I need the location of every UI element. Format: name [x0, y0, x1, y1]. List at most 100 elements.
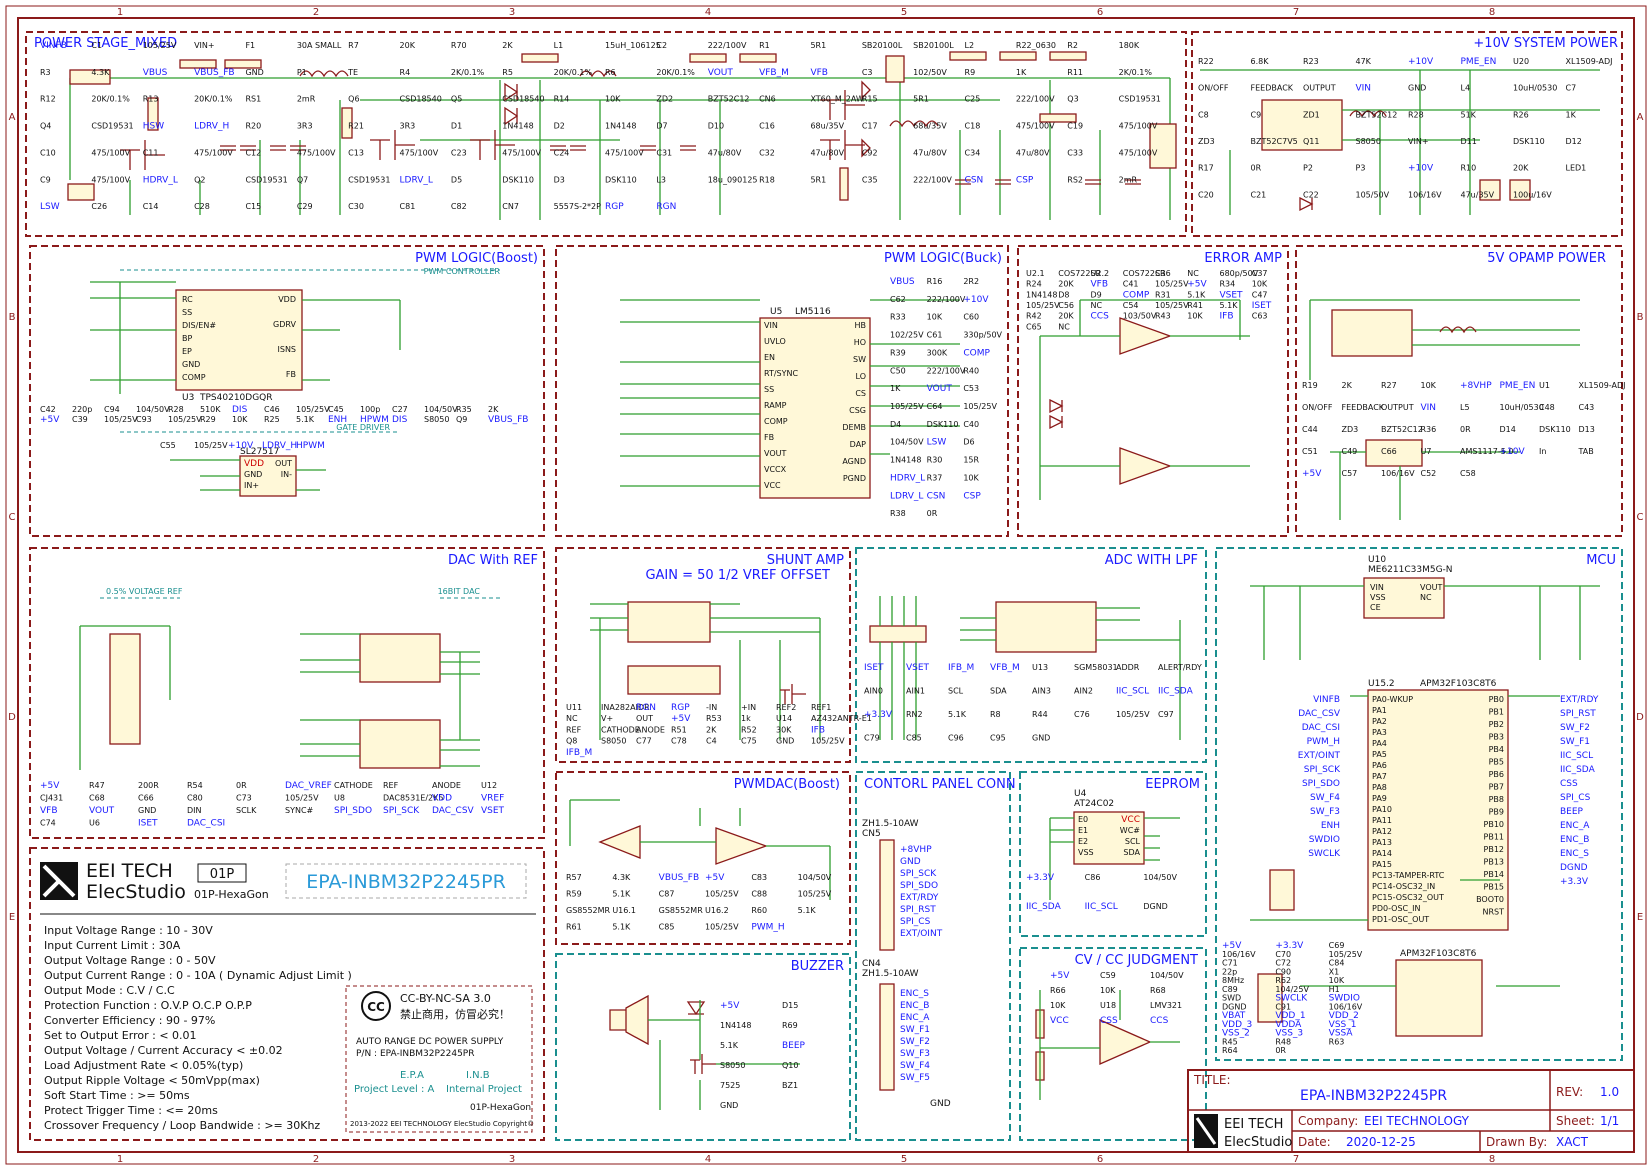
component-label: R25: [264, 415, 280, 424]
net-label: VINFB: [1313, 695, 1340, 705]
component-label: R35: [456, 405, 472, 414]
component-label: 0R: [1460, 425, 1471, 434]
buzzer-circuit: [609, 994, 800, 1110]
row-marker: C: [1637, 512, 1644, 523]
component-label: R34: [1220, 280, 1236, 289]
net-label: SPI_SCK: [1304, 765, 1341, 775]
component-label: 5.1K: [720, 1041, 739, 1050]
component-label: C11: [143, 148, 159, 157]
title-value: EPA-INBM32P2245PR: [1300, 1088, 1447, 1104]
ic-U5: [759, 317, 871, 499]
component-label: L5: [1460, 403, 1470, 412]
diode-D8: [1049, 398, 1064, 414]
component-label: R18: [759, 175, 775, 184]
block-buzzer: BUZZER: [555, 953, 851, 1141]
component-label: AMS1117-5.0: [1460, 447, 1513, 456]
component-label: C88: [751, 890, 767, 899]
component-label: VBAT: [1222, 1011, 1246, 1021]
component-label: VIN: [1421, 403, 1437, 413]
component-label: +5V: [705, 873, 725, 883]
shunt-circuit: [590, 601, 821, 740]
component-label: 20K/0.1%: [194, 95, 233, 104]
net-label: DGND: [1560, 863, 1588, 873]
mosfet-Q2: [820, 130, 865, 160]
component-label: X1: [1329, 967, 1340, 976]
component-label: VOUT: [89, 806, 115, 816]
block-pwm-boost: PWM LOGIC(Boost): [29, 245, 545, 537]
component-label: 1N4148: [502, 122, 533, 131]
net-label: IIC_SDA: [1560, 765, 1596, 775]
component-label: 475/100V: [1119, 148, 1158, 157]
capacitor-C28: [995, 179, 1011, 185]
company-label: Company:: [1298, 1114, 1358, 1128]
component-label: CSD19531: [245, 175, 287, 184]
component-label: C63: [1252, 312, 1268, 321]
component-label: SB20100L: [862, 41, 903, 50]
component-label: 47K: [1356, 57, 1372, 66]
component-label: 5.1K: [1187, 290, 1206, 299]
component-label: 10K: [927, 313, 943, 322]
block-title: 5V OPAMP POWER: [1487, 251, 1606, 266]
component-label: CSP: [963, 491, 981, 501]
subtitle-16bit-dac: 16BIT DAC: [438, 587, 481, 596]
component-label: C44: [1302, 425, 1318, 434]
ic-name: ME6211C33M5G-N: [1368, 565, 1453, 575]
component-label: C70: [1275, 950, 1291, 959]
component-label: 20K/0.1%: [554, 68, 593, 77]
opamp-power-circuit: [1309, 299, 1580, 520]
component-label: +5V: [40, 415, 60, 425]
component-label: R7: [348, 41, 359, 50]
mosfet-Q7: [820, 90, 865, 120]
ic-pin: SS: [764, 385, 774, 394]
ic-pin: PB10: [1484, 820, 1505, 829]
component-label: 330p/50V: [963, 331, 1002, 340]
component-label: C81: [400, 202, 416, 211]
brand-sub: ElecStudio: [86, 881, 186, 903]
column-marker: 4: [705, 1154, 711, 1165]
component-label: R13: [143, 95, 159, 104]
component-label: 222/100V: [927, 295, 966, 304]
component-label: 20K/0.1%: [656, 68, 695, 77]
header-P3: [1509, 179, 1531, 201]
component-label: 18u_090125: [708, 175, 758, 184]
component-label: REF1: [811, 703, 831, 712]
row-marker: B: [1637, 312, 1644, 323]
component-label: 1N4148: [605, 122, 636, 131]
component-label: ADDR: [1116, 663, 1140, 672]
component-label: C94: [104, 405, 120, 414]
block-title: PWM LOGIC(Boost): [415, 251, 538, 266]
ic-pin: PA11: [1372, 816, 1392, 825]
ic-pin: VOUT: [764, 449, 786, 458]
component-label: RGP: [605, 202, 624, 212]
column-marker: 3: [509, 7, 515, 18]
component-label: GND: [1408, 84, 1426, 93]
component-label: 5R1: [913, 95, 929, 104]
license-box: CC CC-BY-NC-SA 3.0 禁止商用，仿冒必究！ AUTO RANGE…: [345, 985, 534, 1133]
component-label: BZ1: [782, 1081, 798, 1090]
ic-name: AT24C02: [1074, 799, 1114, 809]
component-label: 105/25V: [705, 890, 739, 899]
ic-pin: WC#: [1120, 826, 1140, 835]
component-label: CCS: [1091, 312, 1110, 322]
ic-pin: PA12: [1372, 827, 1392, 836]
component-label: Q10: [782, 1061, 798, 1070]
ic-pin: DAP: [850, 440, 866, 449]
component-label: COMP: [1123, 290, 1150, 300]
component-label: 68u/35V: [913, 122, 947, 131]
component-label: HDRV_L: [143, 175, 178, 185]
component-label: 2K: [706, 725, 717, 734]
component-label: 2R2: [963, 277, 979, 286]
ic-pin: OUT: [275, 459, 292, 468]
component-label: VDD: [432, 794, 452, 804]
ic-U9: [239, 455, 297, 497]
component-label: 4.3K: [91, 68, 110, 77]
component-label: COS722SR: [1123, 269, 1166, 278]
component-label: R51: [671, 725, 687, 734]
component-label: VBUS_FB: [488, 415, 528, 425]
ic-pin: RC: [182, 295, 193, 304]
dac-circuit: 0.5% VOLTAGE REF 16BIT DAC: [79, 587, 500, 770]
ic-pin: ENC_A: [900, 1013, 930, 1023]
ic-pin: VIN: [764, 321, 778, 330]
